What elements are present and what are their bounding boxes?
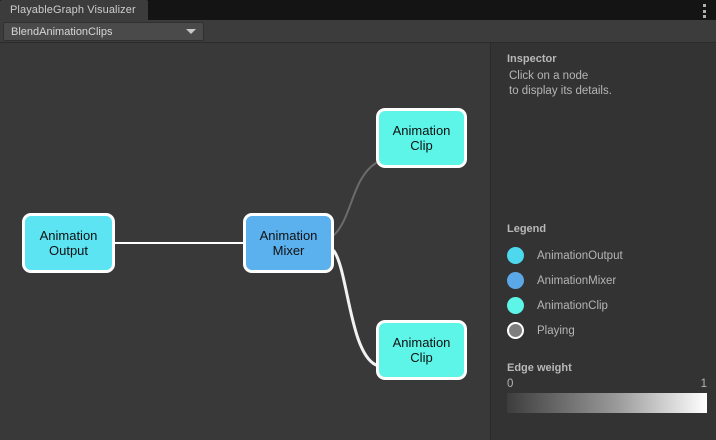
legend-title: Legend: [507, 223, 547, 235]
legend-item: AnimationMixer: [507, 268, 707, 293]
inspector-title: Inspector: [507, 53, 557, 65]
edge-weight-panel: Edge weight 0 1: [507, 362, 707, 413]
edge-weight-max: 1: [700, 378, 707, 390]
sidebar: Inspector Click on a node to display its…: [490, 43, 716, 440]
graph-node-label: Animation: [39, 228, 98, 243]
chevron-down-icon: [186, 29, 196, 34]
circle-icon: [507, 297, 524, 314]
graph-node-label: Clip: [410, 138, 433, 153]
legend-item-label: Playing: [537, 324, 575, 337]
graph-node-label: Animation: [392, 123, 451, 138]
graph-selector-dropdown[interactable]: BlendAnimationClips: [3, 22, 204, 41]
edge-weight-scale: 0 1: [507, 378, 707, 390]
toolbar: BlendAnimationClips: [0, 20, 716, 43]
circle-icon: [507, 272, 524, 289]
inspector-panel: Inspector Click on a node to display its…: [507, 53, 707, 99]
edge-weight-min: 0: [507, 378, 514, 390]
kebab-dot: [702, 15, 706, 18]
tab-bar: PlayableGraph Visualizer: [0, 0, 716, 20]
legend-item: AnimationOutput: [507, 243, 707, 268]
legend-item: AnimationClip: [507, 293, 707, 318]
legend-item-label: AnimationMixer: [537, 274, 617, 287]
graph-node-label: Animation: [392, 335, 451, 350]
tab-playablegraph-visualizer[interactable]: PlayableGraph Visualizer: [0, 0, 148, 20]
circle-icon: [507, 247, 524, 264]
edge-weight-gradient-bar: [507, 393, 707, 413]
legend-item: Playing: [507, 318, 707, 343]
kebab-dot: [702, 9, 706, 13]
tab-label: PlayableGraph Visualizer: [10, 4, 136, 16]
graph-selector-value: BlendAnimationClips: [11, 25, 113, 38]
graph-node-label: Output: [48, 243, 89, 258]
edge-weight-title: Edge weight: [507, 362, 572, 374]
graph-node-label: Mixer: [272, 243, 305, 258]
legend-item-label: AnimationOutput: [537, 249, 623, 262]
inspector-hint-line-2: to display its details.: [509, 85, 612, 97]
legend-item-label: AnimationClip: [537, 299, 608, 312]
sidebar-divider: [490, 43, 491, 440]
inspector-hint-line-1: Click on a node: [509, 70, 589, 82]
circle-ring-icon: [507, 322, 524, 339]
graph-node-label: Clip: [410, 350, 433, 365]
kebab-dot: [702, 4, 706, 7]
kebab-menu-icon[interactable]: [702, 4, 706, 18]
edge-mixer-clip2: [332, 249, 378, 367]
inspector-hint: Click on a node to display its details.: [507, 69, 707, 99]
edge-mixer-clip1: [333, 162, 377, 236]
graph-edges: [114, 162, 378, 367]
graph-node-label: Animation: [259, 228, 318, 243]
